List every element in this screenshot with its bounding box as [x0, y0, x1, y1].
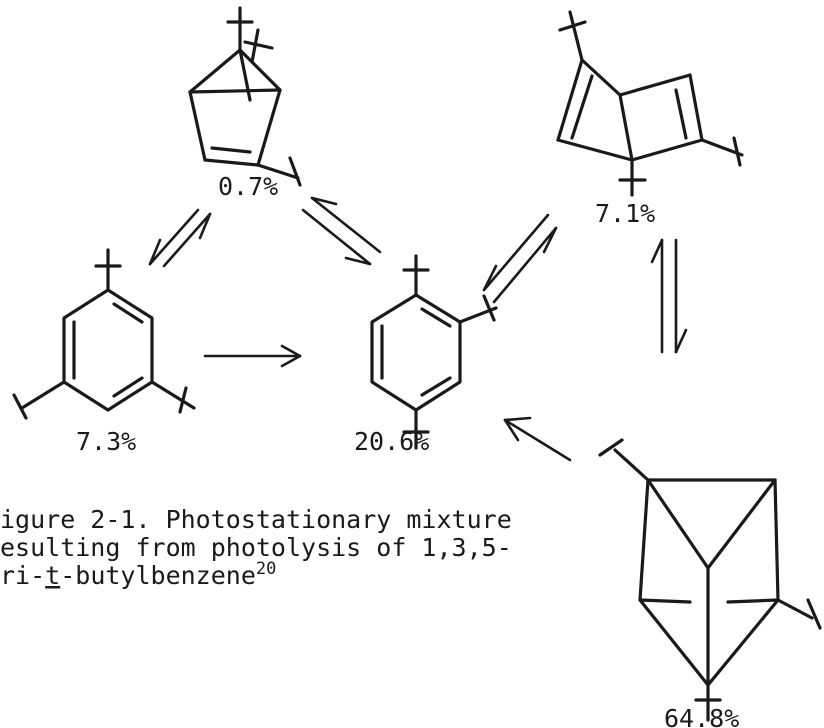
caption-line-1: igure 2-1. Photostationary mixture [0, 505, 512, 534]
arrow-135-to-124 [203, 344, 302, 368]
arrow-prismane-to-124 [503, 416, 572, 462]
percent-label-bicyclic: 0.7% [218, 172, 278, 201]
caption-line-2: esulting from photolysis of 1,3,5- [0, 533, 512, 562]
percent-label-124: 20.6% [354, 427, 429, 456]
caption-line-3-prefix: ri- [0, 561, 45, 590]
molecule-bicyclic-top-left: 0.7% [188, 6, 302, 201]
caption-line-3-t: t [45, 561, 60, 590]
molecule-135-tri-t-butylbenzene: 7.3% [12, 248, 196, 456]
equilibrium-arrow-bicyclic-124 [301, 196, 382, 266]
caption-line-3-suffix: -butylbenzene [60, 561, 256, 590]
equilibrium-arrow-dewar-124 [482, 213, 558, 304]
percent-label-135: 7.3% [76, 427, 136, 456]
equilibrium-arrow-dewar-prismane [650, 238, 688, 354]
molecule-prismane: 64.8% [598, 438, 822, 728]
figure-caption: igure 2-1. Photostationary mixture esult… [0, 505, 512, 590]
caption-reference-superscript: 20 [256, 559, 276, 579]
caption-line-3: ri-t-butylbenzene20 [0, 559, 276, 590]
molecule-dewar-benzene: 7.1% [556, 10, 744, 228]
equilibrium-arrow-bicyclic-135 [148, 208, 212, 268]
percent-label-dewar: 7.1% [595, 199, 655, 228]
molecule-124-tri-t-butylbenzene: 20.6% [354, 254, 498, 456]
percent-label-prismane: 64.8% [664, 704, 739, 728]
